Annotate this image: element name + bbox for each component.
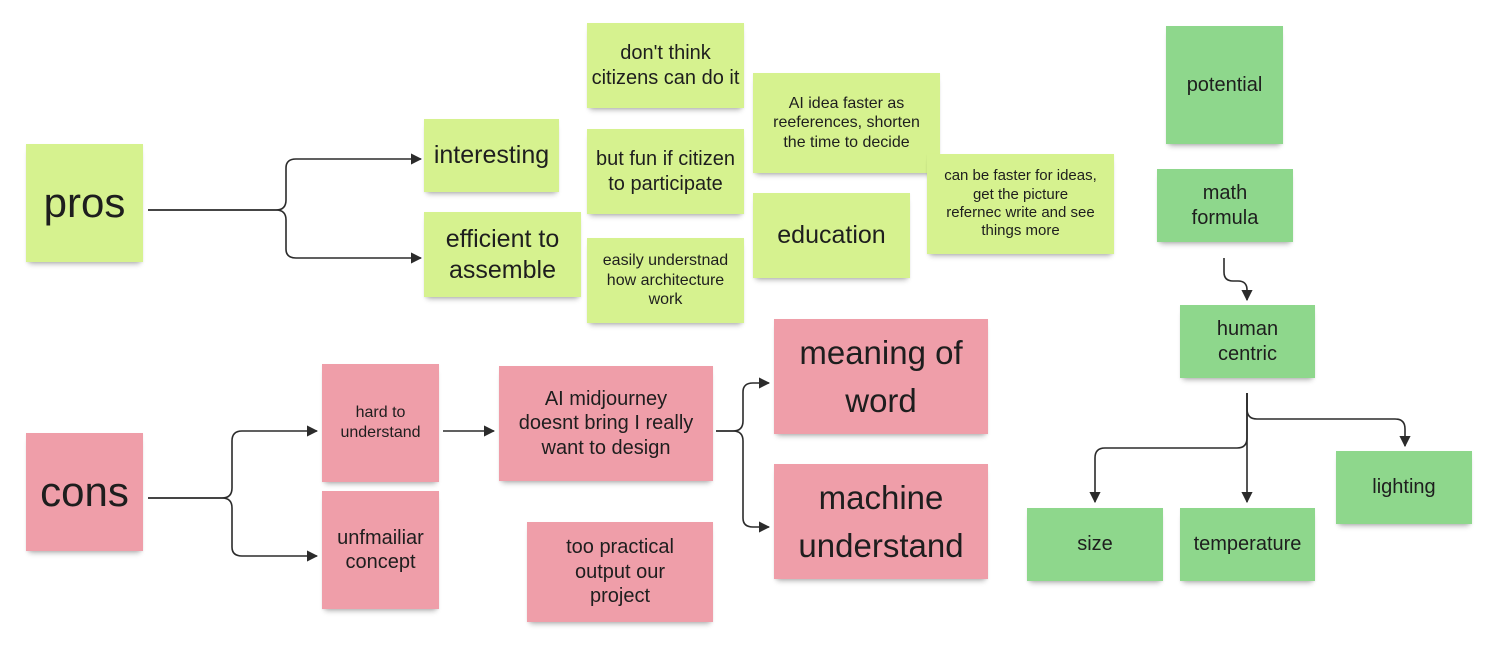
connector-pros-interesting [148, 153, 423, 211]
education-label: education [777, 221, 886, 250]
fun-if-citizen-label: but fun if citizen to participate [596, 148, 735, 195]
connector-cons-hard [148, 425, 319, 499]
human-centric-note[interactable]: human centric [1180, 305, 1315, 378]
lighting-note[interactable]: lighting [1336, 451, 1472, 524]
fun-if-citizen-note[interactable]: but fun if citizen to participate [587, 129, 744, 214]
interesting-note[interactable]: interesting [424, 119, 559, 192]
connector-human-lighting [1246, 393, 1411, 448]
cons-label: cons [40, 468, 129, 516]
connector-formula-human [1223, 258, 1253, 302]
ai-midjourney-note[interactable]: AI midjourney doesnt bring I really want… [499, 366, 713, 481]
efficient-to-assemble-note[interactable]: efficient to assemble [424, 212, 581, 297]
connector-midjourney-machine [716, 430, 771, 533]
education-note[interactable]: education [753, 193, 910, 278]
connector-human-size [1089, 393, 1248, 504]
dont-think-citizens-label: don't think citizens can do it [591, 42, 740, 89]
too-practical-label: too practical output our project [566, 536, 674, 608]
connector-midjourney-meaning [716, 377, 771, 432]
hard-to-understand-note[interactable]: hard to understand [322, 364, 439, 482]
unfamiliar-concept-label: unfmailiar concept [337, 526, 424, 573]
machine-understand-note[interactable]: machine understand [774, 464, 988, 579]
interesting-label: interesting [433, 141, 550, 170]
ai-idea-faster-label: AI idea faster as reeferences, shorten t… [773, 94, 920, 151]
human-centric-label: human centric [1216, 318, 1279, 365]
easily-understand-label: easily understnad how architecture work [602, 252, 729, 309]
easily-understand-note[interactable]: easily understnad how architecture work [587, 238, 744, 323]
potential-note[interactable]: potential [1166, 26, 1283, 144]
temperature-label: temperature [1193, 533, 1302, 556]
efficient-to-assemble-label: efficient to assemble [445, 225, 560, 284]
ai-idea-faster-note[interactable]: AI idea faster as reeferences, shorten t… [753, 73, 940, 173]
hard-to-understand-label: hard to understand [340, 404, 421, 441]
too-practical-note[interactable]: too practical output our project [527, 522, 713, 622]
size-label: size [1077, 533, 1113, 556]
ai-midjourney-label: AI midjourney doesnt bring I really want… [518, 387, 694, 459]
meaning-of-word-label: meaning of word [799, 333, 963, 419]
faster-for-ideas-label: can be faster for ideas, get the picture… [944, 167, 1097, 240]
meaning-of-word-note[interactable]: meaning of word [774, 319, 988, 434]
math-formula-label: math formula [1191, 182, 1259, 229]
pros-note[interactable]: pros [26, 144, 143, 262]
connector-pros-efficient [148, 209, 423, 264]
faster-for-ideas-note[interactable]: can be faster for ideas, get the picture… [927, 154, 1114, 254]
connector-cons-unfamiliar [148, 497, 319, 562]
math-formula-note[interactable]: math formula [1157, 169, 1293, 242]
temperature-note[interactable]: temperature [1180, 508, 1315, 581]
potential-label: potential [1186, 73, 1263, 96]
cons-note[interactable]: cons [26, 433, 143, 551]
dont-think-citizens-note[interactable]: don't think citizens can do it [587, 23, 744, 108]
lighting-label: lighting [1372, 476, 1436, 499]
unfamiliar-concept-note[interactable]: unfmailiar concept [322, 491, 439, 609]
machine-understand-label: machine understand [798, 478, 964, 564]
size-note[interactable]: size [1027, 508, 1163, 581]
pros-label: pros [43, 179, 126, 227]
